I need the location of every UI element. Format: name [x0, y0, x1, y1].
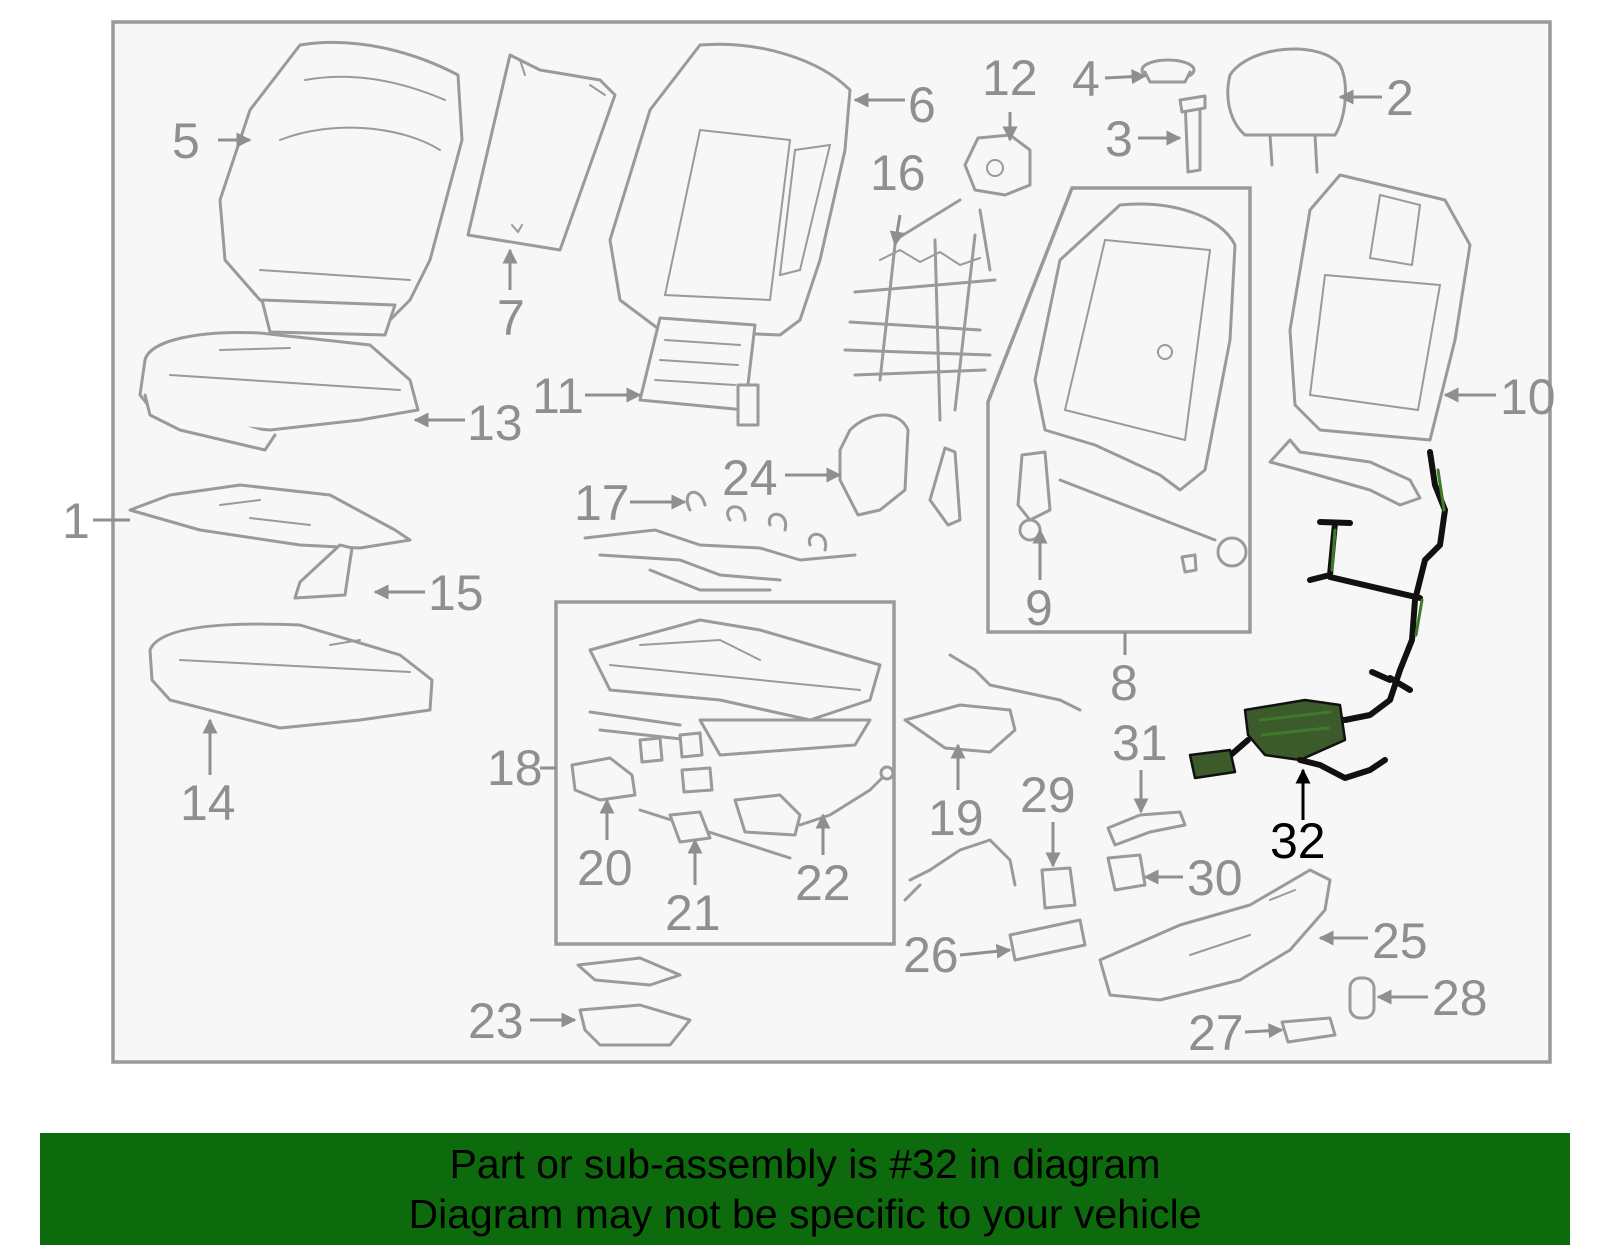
part-13-seat-cushion-cover	[138, 331, 420, 452]
callout-25: 25	[1372, 913, 1428, 969]
callout-2: 2	[1386, 70, 1414, 126]
callout-4: 4	[1072, 51, 1100, 107]
part-21-motor-shaft	[638, 808, 792, 860]
part-3-headrest-guide	[1178, 94, 1207, 174]
callout-31: 31	[1112, 715, 1168, 771]
part-17-seat-spring	[583, 491, 857, 592]
part-30-switch	[1106, 853, 1147, 892]
callout-32: 32	[1270, 813, 1326, 869]
callout-8: 8	[1110, 655, 1138, 711]
callout-17: 17	[574, 475, 630, 531]
callout-24: 24	[722, 450, 778, 506]
part-5-seatback-cover	[218, 40, 464, 337]
part-7-backrest-pad	[466, 53, 617, 252]
info-banner: Part or sub-assembly is #32 in diagram D…	[40, 1133, 1570, 1245]
banner-line-disclaimer: Diagram may not be specific to your vehi…	[408, 1191, 1202, 1237]
part-27-button	[1280, 1016, 1337, 1044]
part-9-recliner-motor	[1016, 450, 1052, 542]
callout-9: 9	[1025, 580, 1053, 636]
group-box-backrest-frame	[986, 186, 1252, 634]
callout-11: 11	[532, 368, 584, 424]
callout-7: 7	[497, 290, 525, 346]
part-20-motor	[570, 756, 637, 802]
part-2-headrest	[1226, 47, 1347, 174]
callout-14: 14	[180, 775, 236, 831]
part-14-cushion-pad	[148, 622, 434, 730]
callout-10: 10	[1500, 369, 1556, 425]
part-25-side-shield	[1098, 868, 1332, 1002]
part-8-backrest-frame	[1033, 202, 1248, 574]
callout-3: 3	[1105, 111, 1133, 167]
callout-23: 23	[468, 993, 524, 1049]
part-11-panel	[638, 316, 760, 427]
callout-27: 27	[1188, 1005, 1244, 1061]
callout-18: 18	[487, 740, 543, 796]
callout-30: 30	[1187, 850, 1243, 906]
callout-6: 6	[908, 77, 936, 133]
part-18-seat-adjuster	[588, 618, 882, 794]
part-10-backrest-rear-panel	[1268, 173, 1472, 507]
callout-20: 20	[577, 840, 633, 896]
part-28-knob	[1348, 976, 1376, 1020]
part-23-bracket	[576, 956, 692, 1047]
banner-line-part-number: Part or sub-assembly is #32 in diagram	[449, 1141, 1161, 1187]
callout-16: 16	[870, 145, 926, 201]
callout-15: 15	[428, 565, 484, 621]
part-24-side-shield	[838, 413, 962, 527]
callout-28: 28	[1432, 970, 1488, 1026]
callout-labels: 1 2 3 4 5 6 7 8 9 10 11 12 13 14 15 16 1…	[62, 50, 1556, 1061]
part-12-module	[963, 133, 1032, 197]
part-32-wiring-harness	[1188, 449, 1448, 781]
callout-1: 1	[62, 493, 90, 549]
part-16-spring-mat	[843, 198, 997, 422]
callout-leaders	[93, 69, 1496, 1039]
part-4-cap	[1140, 58, 1196, 84]
part-26-module	[903, 838, 1087, 962]
callout-19: 19	[928, 790, 984, 846]
part-29-switch	[1040, 866, 1077, 910]
callout-26: 26	[903, 927, 959, 983]
callout-5: 5	[172, 113, 200, 169]
part-15-seat-pan	[128, 483, 412, 600]
callout-22: 22	[795, 855, 851, 911]
callout-21: 21	[665, 885, 721, 941]
callout-12: 12	[982, 50, 1038, 106]
part-19-trim-rod	[903, 653, 1082, 754]
part-22-motor-arm	[733, 765, 895, 837]
callout-29: 29	[1020, 767, 1076, 823]
callout-13: 13	[467, 395, 523, 451]
part-31-bezel	[1106, 810, 1187, 847]
